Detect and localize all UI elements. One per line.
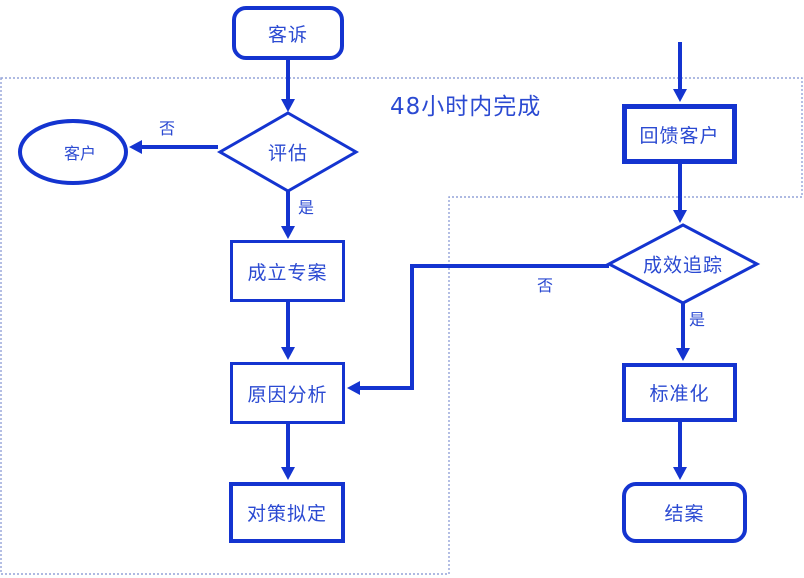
diamond-evaluate-shape [216,111,360,193]
node-feedback: 回馈客户 [622,104,737,164]
node-feedback-label: 回馈客户 [639,124,720,147]
arrow-tracking-analysis [359,264,609,390]
node-countermeasure: 对策拟定 [229,482,345,543]
arrowhead-entry-feedback [673,89,687,102]
arrowhead-project-analysis [281,347,295,360]
arrowhead-analysis-countermeasure [281,467,295,480]
node-standardize: 标准化 [622,363,737,422]
diamond-tracking-shape [605,223,761,305]
arrowhead-complaint-evaluate [281,99,295,112]
arrowhead-evaluate-project [281,226,295,239]
ellipse-customer-shape [18,119,128,185]
node-tracking-label: 成效追踪 [642,254,724,277]
edge-label-evaluate-no: 否 [158,119,176,138]
node-close-case: 结案 [622,482,747,543]
edge-label-tracking-yes: 是 [688,310,706,329]
arrowhead-tracking-analysis [347,381,360,395]
node-project-label: 成立专案 [247,261,328,284]
node-complaint: 客诉 [232,6,344,60]
arrowhead-feedback-tracking [673,210,687,223]
node-close-case-label: 结案 [664,503,705,525]
node-countermeasure-label: 对策拟定 [246,503,327,525]
edge-label-tracking-no: 否 [536,276,554,295]
node-evaluate-label: 评估 [267,142,309,165]
arrowhead-standardize-close [673,467,687,480]
node-analysis: 原因分析 [230,362,345,424]
node-analysis-label: 原因分析 [247,383,328,406]
node-standardize-label: 标准化 [649,383,710,405]
node-customer-label: 客户 [63,144,97,163]
zone-caption: 48小时内完成 [390,94,542,120]
node-project: 成立专案 [230,240,345,302]
node-complaint-label: 客诉 [267,23,308,46]
arrowhead-tracking-standardize [676,348,690,361]
dotted-boundary [0,77,803,575]
arrowhead-evaluate-customer [129,140,142,154]
edge-label-evaluate-yes: 是 [297,198,315,217]
